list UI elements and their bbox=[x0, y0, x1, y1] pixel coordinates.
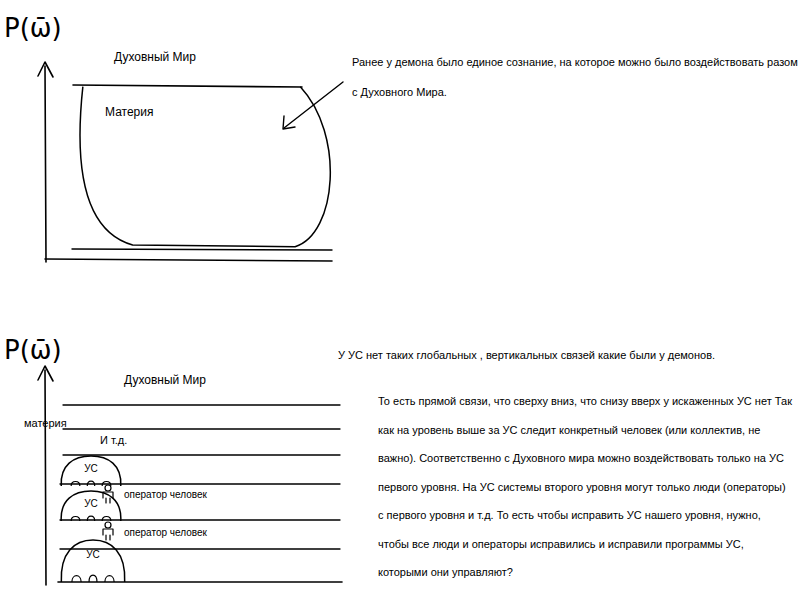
level-label: И т.д. bbox=[100, 433, 127, 447]
level-line bbox=[58, 581, 342, 583]
node-label: УС bbox=[60, 498, 122, 510]
axis-label: материя bbox=[24, 412, 35, 435]
level-line bbox=[63, 404, 340, 405]
operator-body bbox=[103, 529, 113, 535]
vertical-axis bbox=[45, 66, 46, 262]
ground-line bbox=[72, 249, 332, 250]
spirit-boundary-line bbox=[73, 85, 302, 87]
axis-arrowhead bbox=[38, 62, 53, 77]
vertical-axis bbox=[45, 370, 46, 585]
matter-region: Материя bbox=[75, 85, 337, 250]
region-label: Духовный Мир bbox=[114, 50, 196, 65]
us-creature: УС bbox=[60, 540, 126, 582]
level-line bbox=[60, 548, 340, 549]
level-line bbox=[63, 428, 340, 429]
leader-arrowhead bbox=[283, 116, 295, 129]
operator-legs bbox=[106, 498, 110, 503]
operator-legs bbox=[106, 535, 110, 540]
us-creature: УС bbox=[60, 456, 122, 486]
node-label: УС bbox=[60, 463, 122, 475]
note-text: То есть прямой связи, что сверху вниз, ч… bbox=[378, 387, 794, 587]
operator-label: оператор человек bbox=[124, 526, 207, 539]
note-text: Ранее у демона было единое сознание, на … bbox=[352, 47, 798, 107]
outline-path bbox=[61, 540, 125, 582]
operator-head bbox=[105, 522, 111, 528]
operator-head bbox=[105, 485, 111, 491]
node-label: УС bbox=[60, 549, 126, 561]
us-creature: УС bbox=[60, 491, 122, 521]
operator-label: оператор человек bbox=[124, 488, 207, 501]
creature-legs bbox=[71, 516, 111, 521]
region-label: Духовный Мир bbox=[124, 373, 206, 388]
axis-symbol: P(ω̄) bbox=[4, 12, 62, 45]
horizontal-axis bbox=[45, 259, 332, 261]
axis-symbol: P(ω̄) bbox=[4, 334, 62, 367]
node-label: Материя bbox=[75, 105, 337, 119]
axis-arrowhead bbox=[38, 366, 53, 381]
creature-legs bbox=[72, 575, 114, 582]
operator-figure bbox=[103, 522, 113, 540]
creature-legs bbox=[71, 481, 111, 486]
us-creature-outline bbox=[60, 540, 126, 582]
level-line bbox=[63, 454, 340, 455]
note-text: У УС нет таких глобальных , вертикальных… bbox=[338, 348, 796, 362]
